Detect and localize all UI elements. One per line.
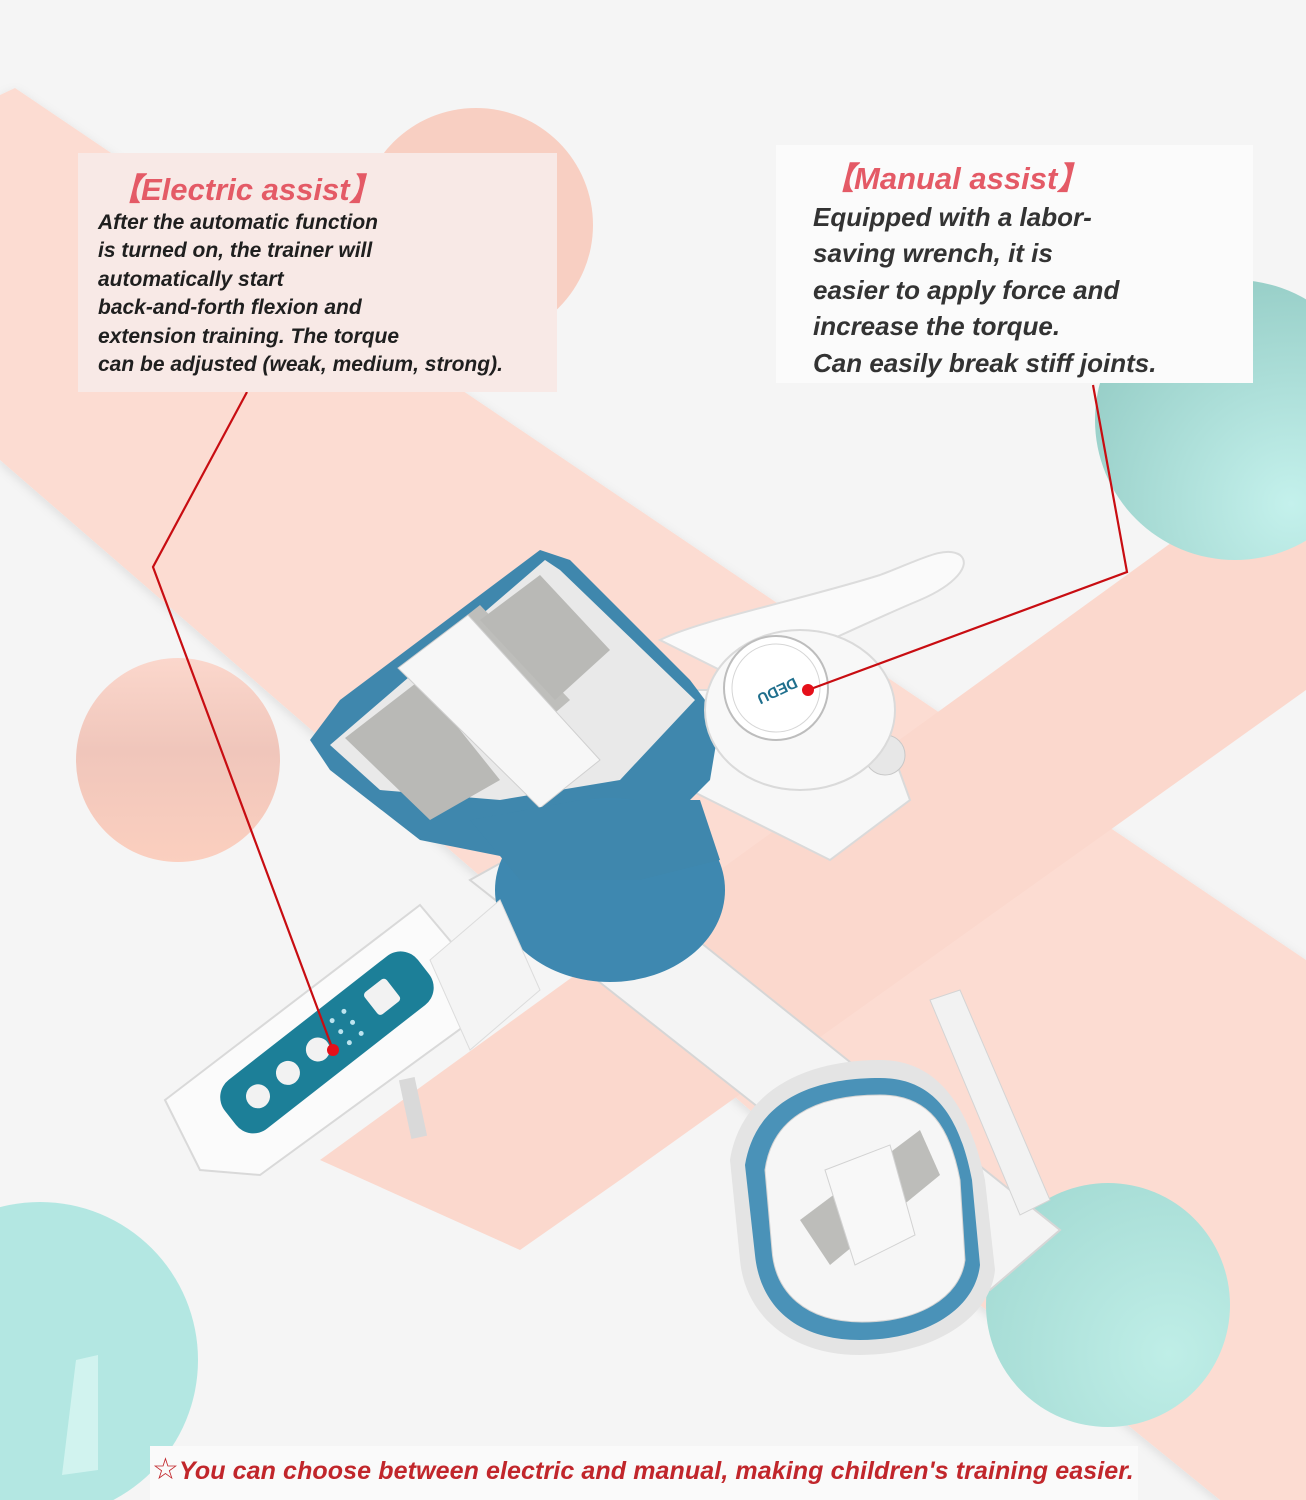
- description-line: automatically start: [98, 267, 284, 291]
- description-line: Can easily break stiff joints.: [813, 347, 1157, 378]
- control-panel: [220, 951, 434, 1134]
- description-line: back-and-forth flexion and: [98, 296, 362, 320]
- manual-connector-dot: [802, 684, 814, 696]
- description-line: easier to apply force and: [813, 274, 1120, 305]
- electric-assist-title: 【Electric assist】: [110, 172, 381, 207]
- pink-ball-left: [76, 658, 280, 862]
- manual-assist-description: Equipped with a labor- saving wrench, it…: [813, 199, 1253, 381]
- description-line: After the automatic function: [98, 211, 379, 234]
- description-line: increase the torque.: [813, 311, 1061, 342]
- calf-cuff: [730, 1060, 995, 1355]
- panel-button-2: [275, 1060, 300, 1085]
- manual-connector-line: [807, 384, 1129, 692]
- teal-ball-bottom-left: [0, 1202, 198, 1500]
- banner-text: You can choose between electric and manu…: [179, 1457, 1134, 1485]
- brand-dial: DEDU: [704, 629, 896, 791]
- description-line: can be adjusted (weak, medium, strong).: [98, 353, 503, 377]
- panel-display: [364, 978, 401, 1015]
- bottom-banner: ☆You can choose between electric and man…: [150, 1446, 1138, 1500]
- teal-ball-bottom-right: [986, 1183, 1230, 1427]
- description-line: extension training. The torque: [98, 324, 400, 348]
- manual-assist-callout: 【Manual assist】 Equipped with a labor- s…: [776, 145, 1253, 383]
- electric-assist-description: After the automatic function is turned o…: [98, 209, 557, 379]
- description-line: Equipped with a labor-: [813, 202, 1092, 232]
- description-line: is turned on, the trainer will: [98, 239, 373, 263]
- electric-connector-line: [151, 391, 335, 1051]
- electric-assist-callout: 【Electric assist】 After the automatic fu…: [78, 153, 557, 392]
- panel-button-1: [245, 1084, 270, 1109]
- manual-assist-title: 【Manual assist】: [823, 161, 1089, 196]
- star-icon: ☆: [152, 1453, 179, 1486]
- panel-button-3: [305, 1037, 330, 1062]
- banner-line: ☆You can choose between electric and man…: [152, 1452, 1134, 1487]
- description-line: saving wrench, it is: [813, 238, 1053, 269]
- electric-connector-dot: [327, 1044, 339, 1056]
- velcro-pad-top: [397, 614, 601, 809]
- control-box: [163, 899, 541, 1177]
